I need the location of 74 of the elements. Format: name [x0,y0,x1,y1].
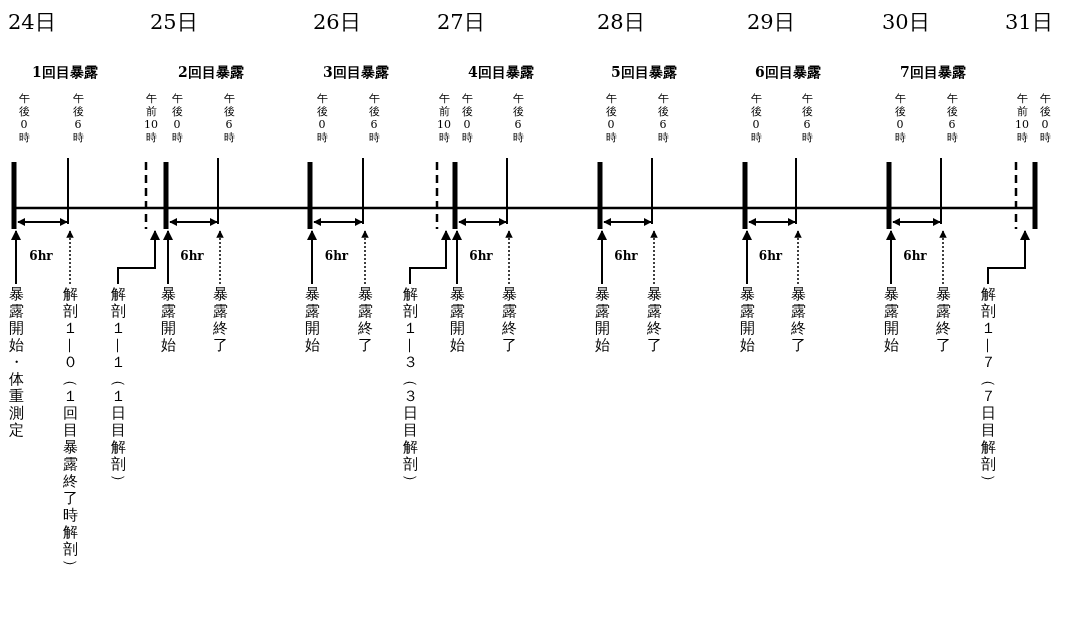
duration-label: 6hr [903,250,927,262]
time-label: 午後0時 [316,92,328,144]
arrow [886,230,896,285]
event-label: 暴露開始 [304,286,320,354]
exposure-label: 1回目暴露 [32,65,98,79]
event-label: 解剖１—３（３日目解剖） [402,286,418,490]
duration-label: 6hr [324,250,349,262]
arrow [11,230,21,285]
exposure-label: 6回目暴露 [755,65,821,79]
time-label: 午前10時 [437,92,451,144]
time-label: 午後6時 [368,92,380,144]
arrow [742,230,752,285]
exposure-label: 4回目暴露 [468,65,534,79]
event-label: 解剖１—０（１回目暴露終了時解剖） [62,286,78,575]
dotted-arrow [939,230,947,285]
arrow [117,230,160,285]
time-label: 午後6時 [801,92,813,144]
dotted-arrow [361,230,369,285]
time-label: 午後0時 [750,92,762,144]
time-label: 午後0時 [461,92,473,144]
event-label: 暴露終了 [501,286,517,354]
exposure-label: 5回目暴露 [611,65,677,79]
dotted-arrow [66,230,74,285]
event-label: 暴露終了 [357,286,373,354]
dotted-arrow [216,230,224,285]
time-label: 午前10時 [1015,92,1029,144]
event-label: 暴露開始 [594,286,610,354]
exposure-label: 3回目暴露 [323,65,389,79]
event-label: 暴露終了 [935,286,951,354]
date-label: 25日 [150,12,198,33]
date-label: 26日 [313,12,361,33]
event-label: 暴露開始 [449,286,465,354]
arrow [987,230,1030,285]
time-label: 午後0時 [605,92,617,144]
date-label: 28日 [597,12,645,33]
dotted-arrow [650,230,658,285]
dotted-arrow [505,230,513,285]
event-label: 暴露開始・体重測定 [8,286,24,439]
arrow [163,230,173,285]
event-label: 暴露終了 [646,286,662,354]
date-label: 24日 [8,12,56,33]
arrow [307,230,317,285]
duration-label: 6hr [469,250,493,262]
time-label: 午前10時 [144,92,158,144]
date-label: 30日 [882,12,930,33]
event-label: 暴露開始 [739,286,755,354]
time-label: 午後0時 [894,92,906,144]
time-label: 午後6時 [223,92,235,144]
duration-label: 6hr [614,250,638,262]
time-label: 午後6時 [512,92,524,144]
event-label: 解剖１—７（７日目解剖） [980,286,996,490]
date-label: 29日 [747,12,795,33]
exposure-label: 2回目暴露 [178,65,244,79]
event-label: 暴露終了 [790,286,806,354]
duration-label: 6hr [758,250,783,262]
time-label: 午後6時 [657,92,669,144]
time-label: 午後0時 [1039,92,1051,144]
time-label: 午後0時 [171,92,183,144]
date-label: 31日 [1005,12,1053,33]
dotted-arrow [794,230,802,285]
arrow [452,230,462,285]
time-label: 午後0時 [18,92,30,144]
duration-label: 6hr [180,250,204,262]
time-label: 午後6時 [946,92,958,144]
arrow [597,230,607,285]
date-label: 27日 [437,12,485,33]
event-label: 解剖１—１（１日目解剖） [110,286,126,490]
event-label: 暴露開始 [160,286,176,354]
duration-label: 6hr [29,250,53,262]
time-label: 午後6時 [72,92,84,144]
event-label: 暴露終了 [212,286,228,354]
event-label: 暴露開始 [883,286,899,354]
exposure-label: 7回目暴露 [900,65,966,79]
arrow [409,230,451,285]
